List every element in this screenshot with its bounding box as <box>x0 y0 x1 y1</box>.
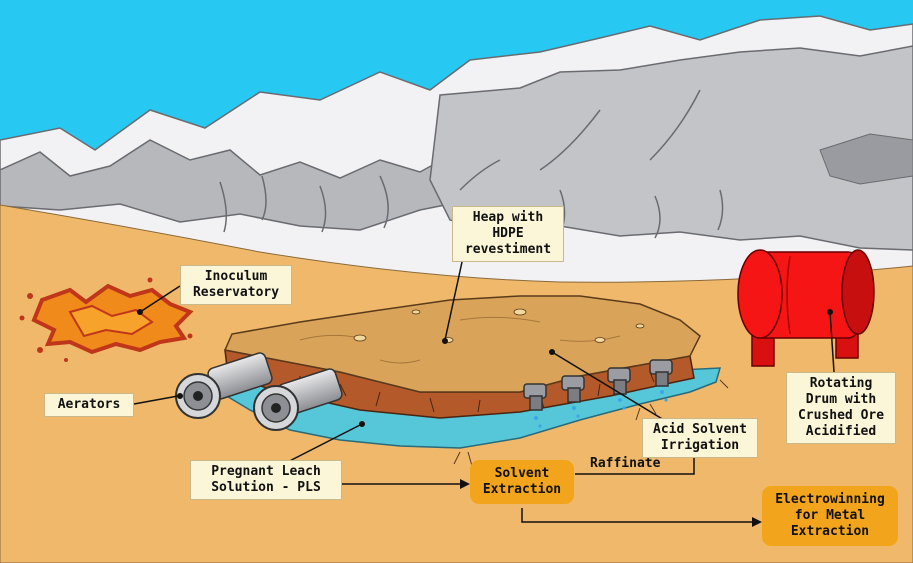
heap-label-line: HDPE <box>492 226 524 241</box>
electrowinning-line: for Metal <box>794 508 866 523</box>
heap-top <box>223 295 701 393</box>
heap-leader-line <box>444 261 463 341</box>
ground-roots <box>453 379 729 467</box>
solvent-extraction-line: Extraction <box>482 482 562 497</box>
inoculum-label-line: Reservatory <box>192 285 280 300</box>
irrigation-leader-line <box>551 351 665 421</box>
leader-dots <box>137 309 833 427</box>
pls-label: Pregnant Leach Solution - PLS <box>190 460 342 500</box>
acid-irrigation-line: Acid Solvent <box>653 422 747 437</box>
aerator-left <box>175 352 273 419</box>
electrowinning-line: Electrowinning <box>775 492 885 507</box>
extraction-to-electrowinning-arrow <box>521 508 752 523</box>
mountain-rock-left <box>0 139 471 231</box>
irrigation-pipe <box>607 367 631 395</box>
drum-label-line: Crushed Ore <box>797 408 885 423</box>
drum-label-line: Acidified <box>805 424 877 439</box>
solvent-extraction-line: Solvent <box>494 466 550 481</box>
drum-label-line: Drum with <box>805 392 877 407</box>
acid-irrigation-label: Acid Solvent Irrigation <box>642 418 758 458</box>
irrigation-pipe <box>523 383 547 411</box>
heap-label-line: revestiment <box>464 242 552 257</box>
drum-label-line: Rotating <box>809 376 873 391</box>
acid-irrigation-line: Irrigation <box>660 438 740 453</box>
heap-label: Heap with HDPE revestiment <box>452 206 564 262</box>
solvent-extraction-box: Solvent Extraction <box>470 460 574 504</box>
irrigation-droplets <box>534 390 668 428</box>
inoculum-label-line: Inoculum <box>204 269 268 284</box>
inoculum-label: Inoculum Reservatory <box>180 265 292 305</box>
heap-top-texture <box>299 316 621 364</box>
connector-lines <box>133 261 835 523</box>
heap-label-line: Heap with <box>472 210 544 225</box>
irrigation-pipe <box>649 359 673 387</box>
inoculum-leader-line <box>139 285 181 313</box>
drum-label: Rotating Drum with Crushed Ore Acidified <box>786 372 896 444</box>
pls-label-line: Solution - PLS <box>211 480 321 495</box>
distant-ridge <box>819 133 913 185</box>
aerators-label-text: Aerators <box>57 397 121 412</box>
arrowhead-icon <box>460 479 470 489</box>
drum-leader-line <box>829 311 835 373</box>
electrowinning-box: Electrowinning for Metal Extraction <box>762 486 898 546</box>
electrowinning-line: Extraction <box>790 524 870 539</box>
pls-label-line: Pregnant Leach <box>211 464 321 479</box>
aerators-leader-line <box>133 395 179 405</box>
arrowhead-icon <box>752 517 762 527</box>
mountain-shadow-folds <box>219 89 724 239</box>
irrigation-pipe <box>561 375 585 403</box>
aerator-right <box>253 368 343 431</box>
inoculum-reservoir <box>19 277 203 362</box>
rotating-drum <box>737 249 875 367</box>
irrigation-pipes <box>523 359 673 411</box>
raffinate-label: Raffinate <box>590 456 661 471</box>
raffinate-arrow <box>575 454 695 475</box>
aerators-label: Aerators <box>44 393 134 417</box>
